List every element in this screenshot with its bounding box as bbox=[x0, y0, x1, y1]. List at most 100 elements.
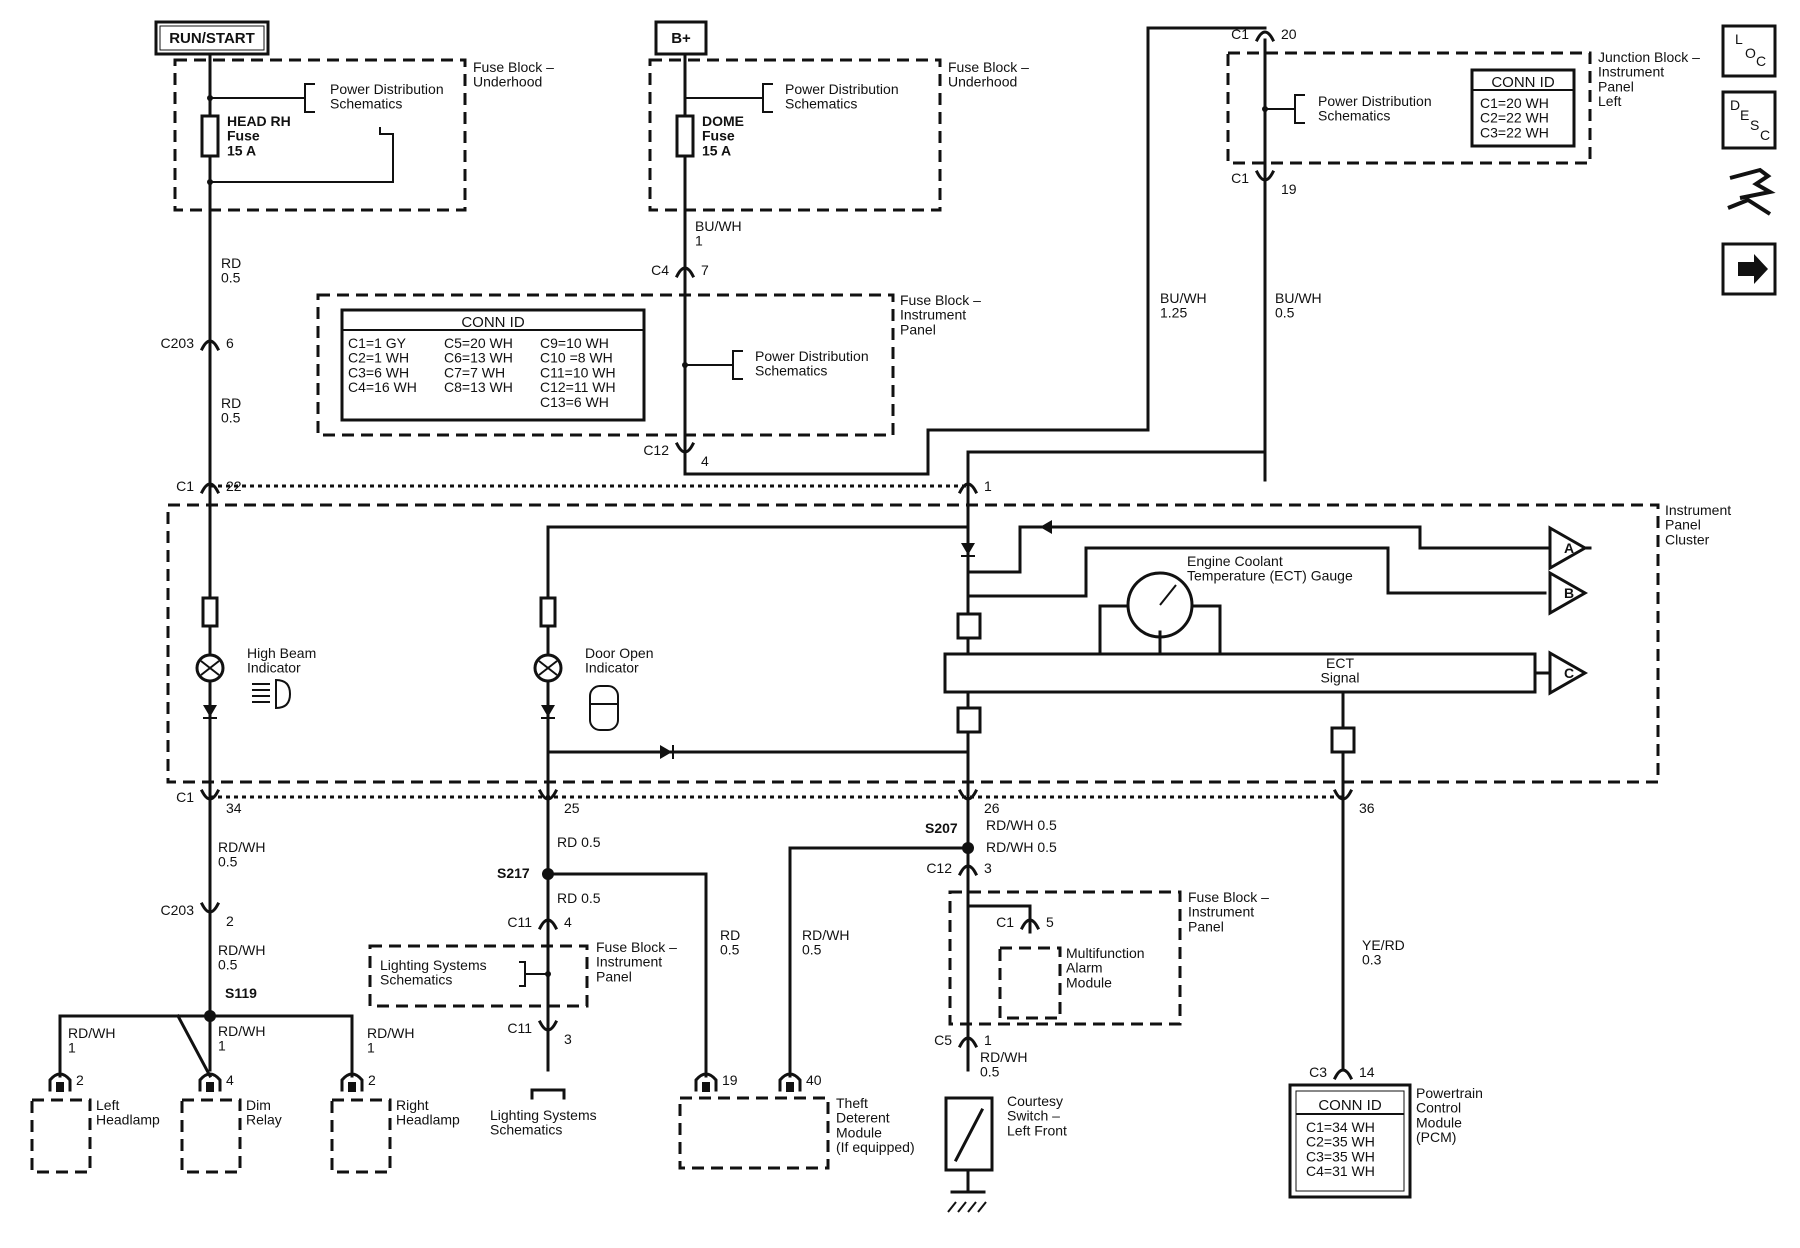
diode-door bbox=[660, 745, 672, 759]
connector-name-c4_7: C4 bbox=[651, 262, 669, 278]
connector-pin-label-c5_1: 1 bbox=[984, 1032, 992, 1048]
connector-c203_2 bbox=[199, 901, 221, 914]
connector-c1_22 bbox=[199, 482, 221, 495]
fuse-block-instrument-panel bbox=[316, 293, 895, 437]
connector-pin-label-c1_1: 1 bbox=[984, 478, 992, 494]
connector-pin-label-c1_34: 34 bbox=[226, 800, 242, 816]
desc-letter-1: D bbox=[1730, 97, 1740, 113]
connector-name-c11_4: C11 bbox=[507, 914, 532, 930]
desc-button[interactable]: D E S C bbox=[1721, 90, 1777, 150]
ref-a-label: A bbox=[1564, 540, 1574, 556]
high-beam-resistor bbox=[201, 596, 219, 628]
high-beam-symbol-icon bbox=[252, 678, 292, 710]
car-door-icon bbox=[589, 685, 619, 731]
connector-c1_19 bbox=[1254, 169, 1276, 182]
connector-c1_34 bbox=[199, 788, 221, 801]
door-open-resistor bbox=[539, 596, 557, 628]
fuse-head-block-label: Fuse Block –Underhood bbox=[473, 59, 554, 90]
loc-letter-2: O bbox=[1745, 45, 1756, 61]
bplus-box bbox=[654, 20, 708, 56]
dome-fuse bbox=[675, 114, 695, 158]
right-headlamp bbox=[330, 1098, 392, 1174]
connector-c1_26 bbox=[957, 788, 979, 801]
multifunction-alarm-module bbox=[998, 946, 1062, 1020]
harness-icon[interactable] bbox=[1727, 167, 1776, 216]
connector-pin-label-c4_7: 7 bbox=[701, 262, 709, 278]
wire-rdwh-05-e: RD/WH 0.5 bbox=[986, 839, 1057, 855]
connector-name-c3_14: C3 bbox=[1309, 1064, 1327, 1080]
fuse-dome-block-label: Fuse Block –Underhood bbox=[948, 59, 1029, 90]
connector-pin-p40 bbox=[786, 1082, 794, 1092]
wire-buwh-125 bbox=[683, 26, 1267, 476]
connector-name-c203_2: C203 bbox=[161, 902, 195, 918]
fuse-block-ip-lighting bbox=[368, 944, 589, 1008]
connector-name-c12_4: C12 bbox=[643, 442, 669, 458]
connector-c3_14 bbox=[1332, 1068, 1354, 1081]
wire-buwh-05 bbox=[966, 178, 1267, 488]
dim-relay bbox=[180, 1098, 242, 1174]
connector-name-c5_1: C5 bbox=[934, 1032, 952, 1048]
ect-output-block bbox=[956, 706, 982, 734]
connector-name-c1_34: C1 bbox=[176, 789, 194, 805]
connector-c12_3 bbox=[957, 864, 979, 877]
head-rh-fuse bbox=[200, 114, 220, 158]
ect-signal-bar bbox=[943, 652, 1537, 694]
loc-button[interactable]: L O C bbox=[1721, 24, 1777, 78]
junction-conn-title: CONN ID bbox=[1491, 74, 1555, 91]
connector-pin-label-c11_3: 3 bbox=[564, 1031, 572, 1047]
ref-c-label: C bbox=[1564, 665, 1574, 681]
connector-pin-label-c203_2: 2 bbox=[226, 913, 234, 929]
pcm-module bbox=[1288, 1083, 1412, 1199]
junction-conn-id-table bbox=[1470, 68, 1576, 148]
connector-pin-label-c12_4: 4 bbox=[701, 453, 709, 469]
wire-rd-05-d: RD 0.5 bbox=[557, 890, 601, 906]
connector-pin-label-p4: 4 bbox=[226, 1072, 234, 1088]
wire-rd-05-c: RD 0.5 bbox=[557, 834, 601, 850]
connector-name-c1_20: C1 bbox=[1231, 26, 1249, 42]
connector-name-c1_19: C1 bbox=[1231, 170, 1249, 186]
connector-pin-label-c1_20: 20 bbox=[1281, 26, 1297, 42]
connector-name-c203_6: C203 bbox=[161, 335, 195, 351]
connector-pin-label-c11_4: 4 bbox=[564, 914, 572, 930]
connector-pin-label-c203_6: 6 bbox=[226, 335, 234, 351]
ref-b bbox=[1548, 570, 1589, 616]
next-arrow-icon[interactable] bbox=[1721, 242, 1777, 296]
connector-c11_4 bbox=[537, 918, 559, 931]
connector-c4_7 bbox=[674, 266, 696, 279]
connector-c203_6 bbox=[199, 339, 221, 352]
connector-c1_20 bbox=[1254, 30, 1276, 43]
